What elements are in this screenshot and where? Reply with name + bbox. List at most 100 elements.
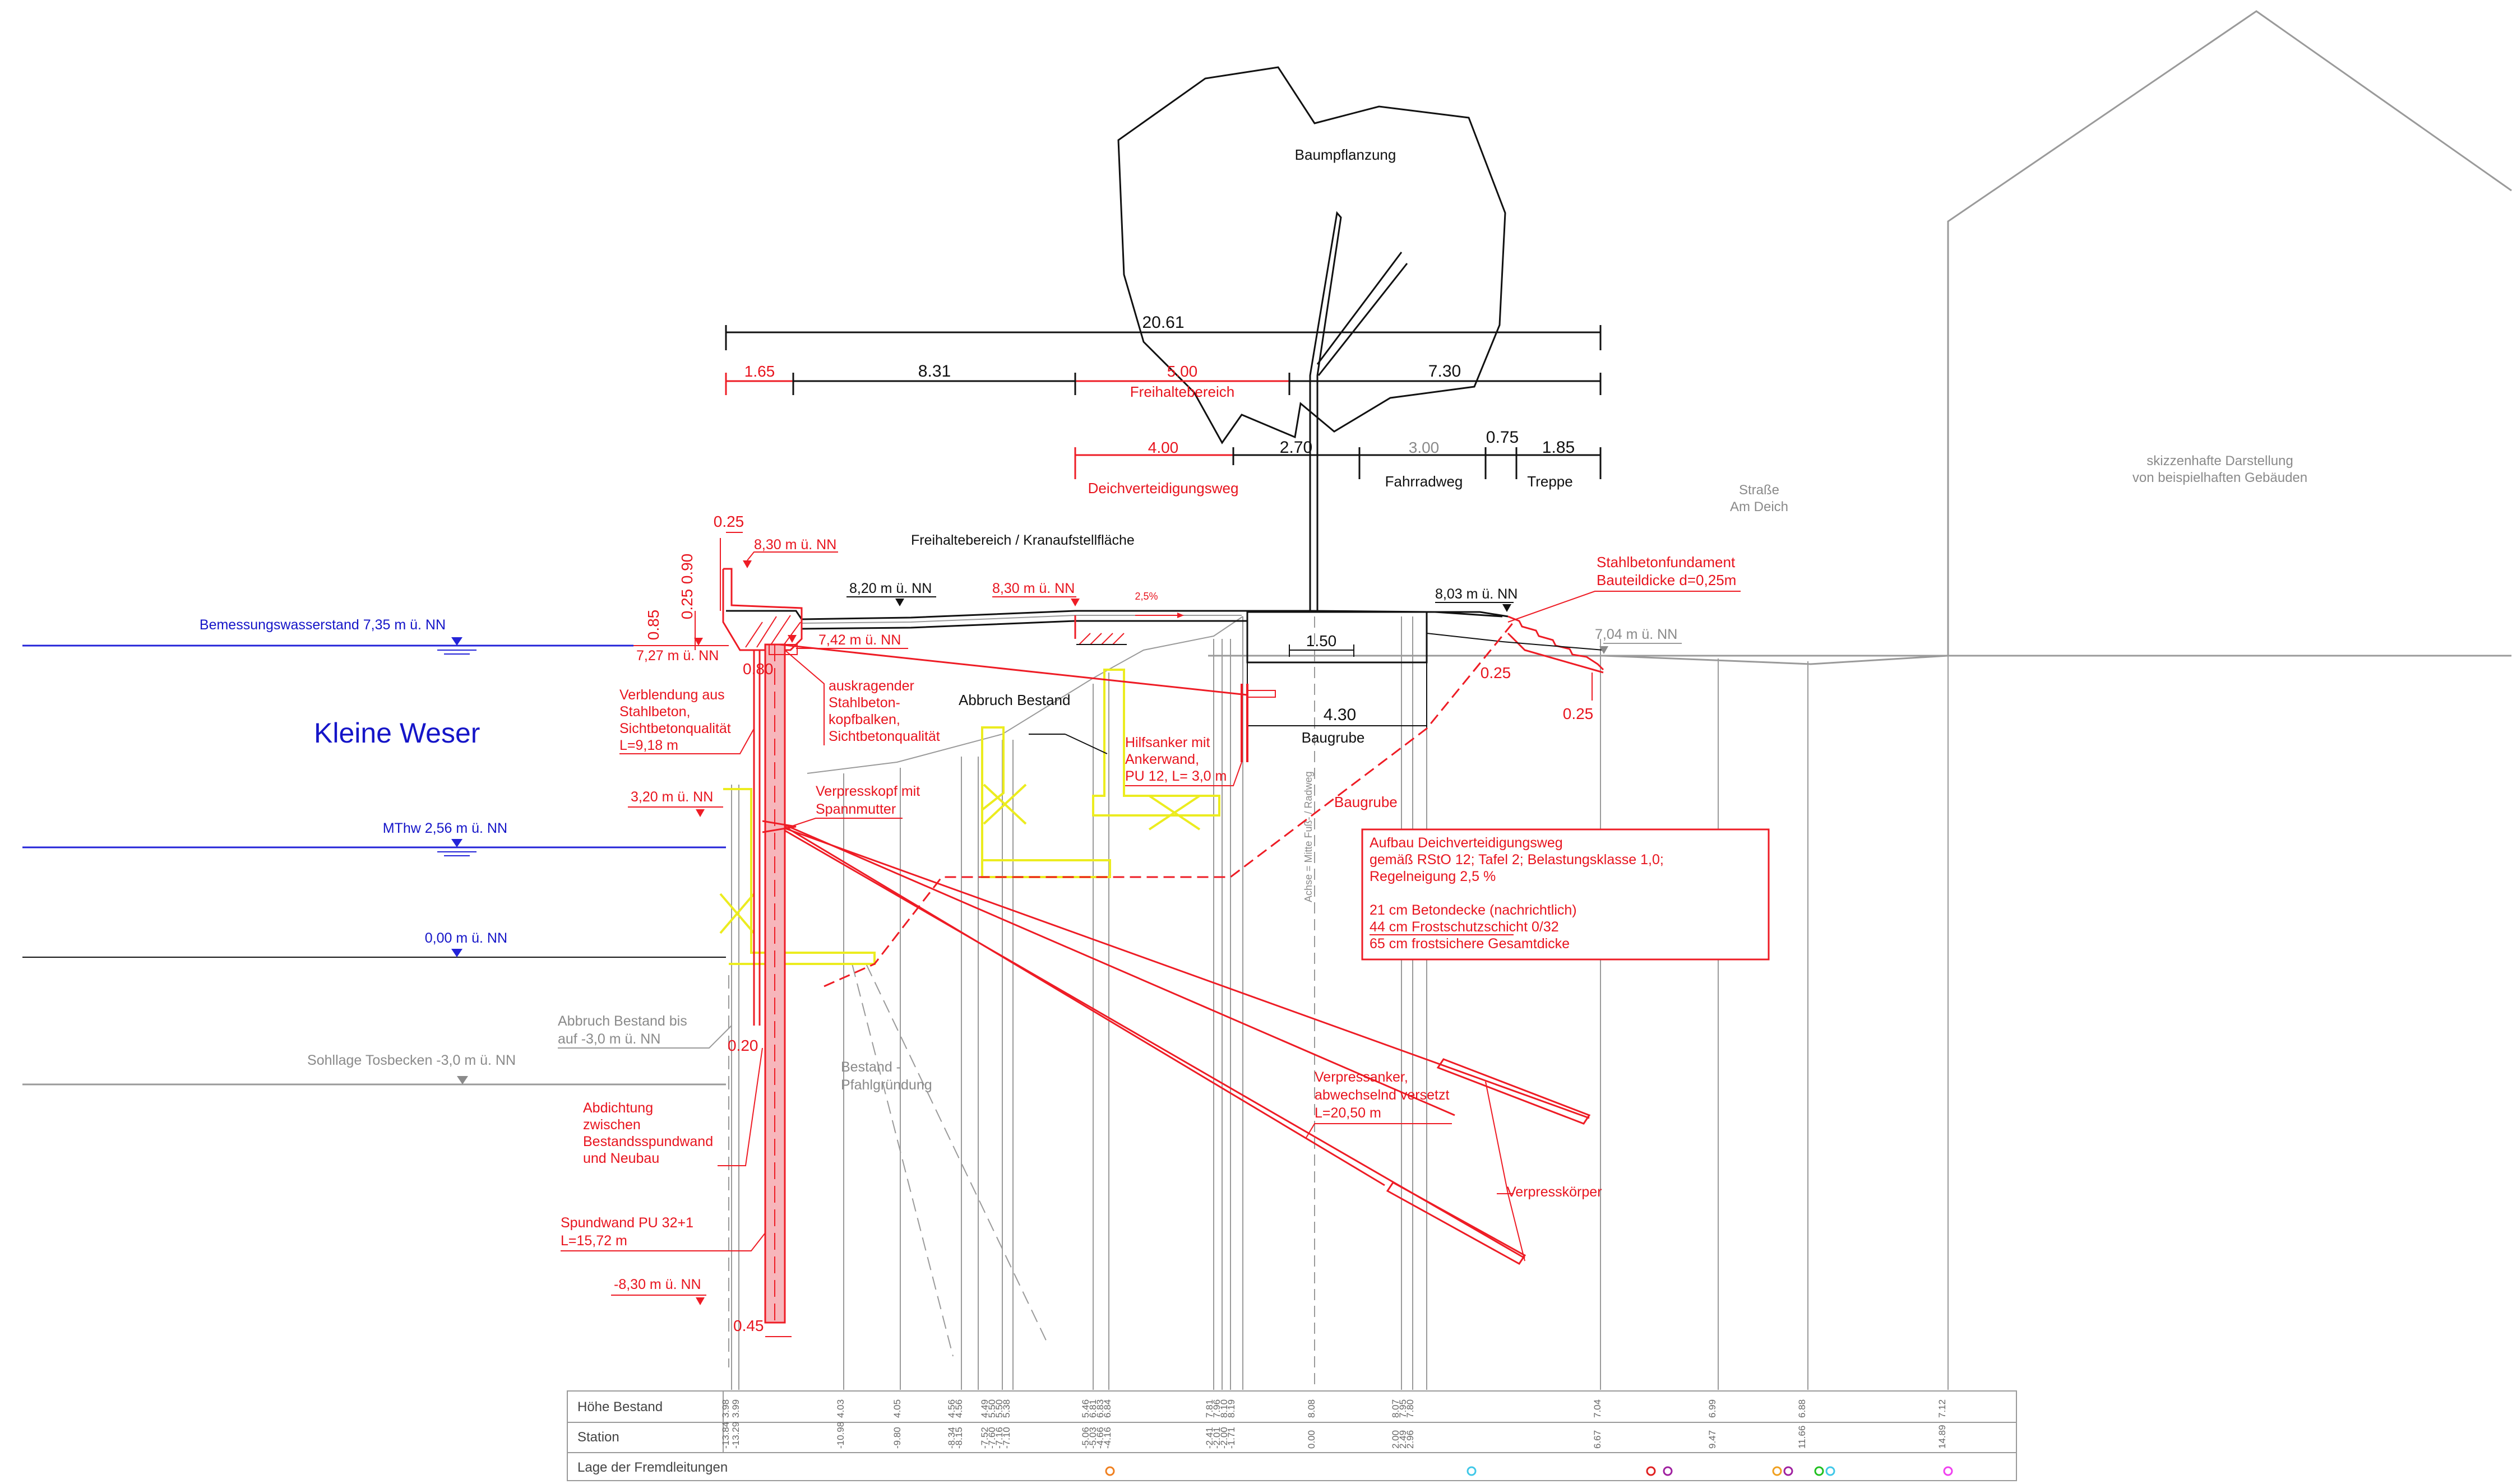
table-hoehe-value: 4.05 (892, 1399, 903, 1418)
table-station-value: -5.06 (1080, 1427, 1091, 1449)
spundwand-callout: Spundwand PU 32+1 L=15,72 m (561, 1215, 766, 1251)
dim-0-25-mid: 0.25 (678, 589, 696, 620)
table-hoehe-value: 6.99 (1707, 1399, 1718, 1418)
pavement: 2,5% 1.50 4.30 Baugrube (726, 591, 1604, 746)
verblendung-line-4: L=9,18 m (619, 738, 678, 753)
table-hoehe-value: 8.19 (1226, 1399, 1237, 1418)
dimension-row1: 1.65 8.31 5.00 7.30 Freihaltebereich (725, 362, 1602, 400)
verpresskopf-line-1: Verpresskopf mit (816, 783, 920, 799)
slope-label: 2,5% (1135, 591, 1158, 602)
table-hoehe-value: 4.56 (946, 1399, 957, 1418)
table-hoehe-value: 8.10 (1219, 1399, 1229, 1418)
hilfsanker-line-2: Ankerwand, (1125, 752, 1199, 767)
table-station-value: -2.41 (1204, 1427, 1215, 1449)
leitung-marker (1943, 1466, 1953, 1476)
verpressanker-line-2: abwechselnd versetzt (1315, 1087, 1449, 1103)
aufbau-line-5: 21 cm Betondecke (nachrichtlich) (1370, 902, 1577, 918)
table-station-value: -5.03 (1088, 1427, 1098, 1449)
table-station-value: -8.34 (946, 1427, 957, 1449)
dim-3-00: 3.00 (1409, 439, 1440, 456)
dim-0-80: 0.80 (743, 660, 774, 678)
table-station-value: -8.15 (954, 1427, 964, 1449)
table-station-value: -2.00 (1219, 1427, 1229, 1449)
bestand-pfahl-label-1: Bestand - (841, 1059, 901, 1075)
table-hoehe-value: 3.98 (720, 1399, 731, 1418)
kopfbalken-line-3: kopfbalken, (829, 712, 900, 727)
table-station-value: 6.67 (1592, 1430, 1603, 1449)
level-minus-8-30: -8,30 m ü. NN (614, 1277, 701, 1292)
dim-1-50: 1.50 (1306, 632, 1337, 650)
water-levels: Bemessungswasserstand 7,35 m ü. NN MThw … (22, 617, 726, 1086)
leitung-marker (1105, 1466, 1115, 1476)
level-8-03: 8,03 m ü. NN (1435, 586, 1518, 602)
leitung-marker (1772, 1466, 1782, 1476)
table-leitungen-markers (1105, 1466, 1953, 1476)
dim-0-25-r1: 0.25 (1481, 664, 1511, 681)
strasse-label-1: Straße (1739, 483, 1779, 498)
dimension-row2: 4.00 2.70 3.00 0.75 1.85 Deichverteidigu… (1074, 428, 1602, 497)
verpresskopf-callout: Verpresskopf mit Spannmutter (790, 783, 920, 827)
freihalte-kran-label: Freihaltebereich / Kranaufstellfläche (911, 532, 1135, 548)
table-station-value: -13.29 (730, 1422, 741, 1449)
strasse-label-2: Am Deich (1730, 499, 1788, 514)
verpresskoerper-callout: Verpresskörper (1507, 1184, 1602, 1200)
new-structures (718, 568, 1591, 1324)
bestand-pfahl-label-2: Pfahlgründung (841, 1077, 932, 1093)
table-hoehe-value: 8.08 (1306, 1399, 1317, 1418)
treppe-label: Treppe (1527, 473, 1572, 490)
verpresskopf-line-2: Spannmutter (816, 801, 896, 817)
table-station-value: -4.66 (1095, 1427, 1105, 1449)
kopfbalken-line-2: Stahlbeton- (829, 695, 900, 711)
spundwand-line-1: Spundwand PU 32+1 (561, 1215, 693, 1231)
table-station-value: 2.49 (1398, 1430, 1408, 1449)
abbruch-bis-label-1: Abbruch Bestand bis (558, 1013, 687, 1029)
leitung-marker (1646, 1466, 1656, 1476)
table-hoehe-value: 8.07 (1390, 1399, 1401, 1418)
table-station-value: -4.16 (1102, 1427, 1113, 1449)
callouts: Freihaltebereich / Kranaufstellfläche St… (561, 532, 1770, 1251)
dim-1-65: 1.65 (744, 363, 775, 380)
table-row-hoehe: Höhe Bestand (577, 1399, 663, 1415)
dim-0-90: 0.90 (678, 554, 696, 585)
hilfsanker-callout: Hilfsanker mit Ankerwand, PU 12, L= 3,0 … (1125, 735, 1242, 786)
abdichtung-line-4: und Neubau (583, 1151, 659, 1166)
skizze-label-1: skizzenhafte Darstellung (2146, 453, 2293, 469)
dim-0-20: 0.20 (728, 1037, 758, 1054)
dimension-total: 20.61 (725, 313, 1602, 350)
table-station-value: 2.00 (1390, 1430, 1401, 1449)
table-hoehe-value: 5.38 (1001, 1399, 1012, 1418)
table-station-value: 14.89 (1937, 1425, 1947, 1449)
verpressanker-line-1: Verpressanker, (1315, 1069, 1408, 1085)
bemessung-label: Bemessungswasserstand 7,35 m ü. NN (200, 617, 446, 633)
table-hoehe-value: 7.96 (1211, 1399, 1222, 1418)
aufbau-line-6: 44 cm Frostschutzschicht 0/32 (1370, 919, 1559, 935)
table-station-value: -9.80 (892, 1427, 903, 1449)
table-row-station: Station (577, 1430, 619, 1445)
table-hoehe-value: 7.12 (1937, 1399, 1947, 1418)
table-hoehe-value: 7.81 (1204, 1399, 1215, 1418)
verpresskoerper-label: Verpresskörper (1507, 1184, 1602, 1200)
abdichtung-line-2: zwischen (583, 1117, 641, 1133)
level-3-20: 3,20 m ü. NN (631, 789, 713, 805)
abbruch-bis-label-2: auf -3,0 m ü. NN (558, 1031, 660, 1047)
leitung-marker (1825, 1466, 1835, 1476)
aufbau-line-3: Regelneigung 2,5 % (1370, 869, 1496, 884)
fundament-label-2: Bauteildicke d=0,25m (1597, 572, 1736, 588)
verpressanker-line-3: L=20,50 m (1315, 1105, 1381, 1121)
dim-0-25-r2: 0.25 (1563, 705, 1594, 722)
table-hoehe-value: 7.95 (1398, 1399, 1408, 1418)
leitung-marker (1814, 1466, 1824, 1476)
dim-5-00: 5.00 (1167, 363, 1198, 380)
deichverteidigungsweg-caption: Deichverteidigungsweg (1088, 480, 1239, 497)
dim-4-30: 4.30 (1324, 706, 1356, 724)
demolished-existing: Abbruch Bestand (719, 669, 1220, 965)
table-station-value: 11.66 (1797, 1426, 1807, 1449)
table-hoehe-value: 3.99 (730, 1399, 741, 1418)
table-hoehe-value: 6.88 (1797, 1399, 1807, 1418)
dim-7-30: 7.30 (1428, 362, 1461, 381)
table-hoehe-value: 6.81 (1088, 1399, 1098, 1418)
freihaltebereich-caption: Freihaltebereich (1130, 383, 1234, 400)
table-hoehe-value: 7.04 (1592, 1399, 1603, 1418)
